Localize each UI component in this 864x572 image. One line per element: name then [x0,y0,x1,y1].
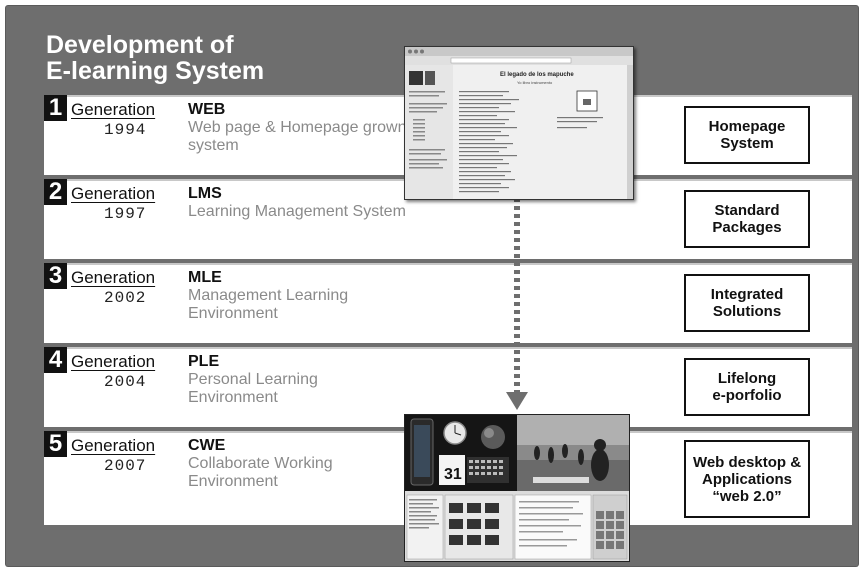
generation-abbr: LMS [188,185,222,202]
generation-row-4: 4 Generation 2004 PLE Personal Learning … [44,347,852,427]
generation-description: Personal Learning Environment [188,371,318,406]
generation-description: Collaborate Working Environment [188,455,333,490]
calendar-day: 31 [444,466,462,483]
generation-label: Generation [71,184,156,203]
generation-abbr: MLE [188,269,222,286]
title-line-2: E-learning System [46,57,265,85]
generation-abbr: WEB [188,101,226,118]
generation-label: Generation [71,100,156,119]
generation-year: 2007 [104,457,147,475]
generation-description: Learning Management System [188,203,406,220]
generation-number: 5 [44,431,67,457]
generation-label: Generation [71,268,156,287]
generation-box: Integrated Solutions [684,274,810,332]
web-page-screenshot-graphic: El legado de los mapuche Yo libro instru… [405,47,633,199]
screenshot-subheading: Yo libro instrumento [517,80,553,85]
generation-box: Standard Packages [684,190,810,248]
generation-label: Generation [71,352,156,371]
title-line-1: Development of [46,31,234,59]
generation-number: 2 [44,179,67,205]
dashed-arrow-line [514,198,520,394]
screenshot-heading: El legado de los mapuche [500,72,574,78]
generation-year: 1997 [104,205,147,223]
generation-year: 2004 [104,373,147,391]
generation-description: Management Learning Environment [188,287,349,322]
generation-box: Homepage System [684,106,810,164]
generation-number: 4 [44,347,67,373]
generation-number: 1 [44,95,67,121]
generation-abbr: PLE [188,353,220,370]
generation-year: 1994 [104,121,147,139]
generation-box: Web desktop & Applications “web 2.0” [684,440,810,518]
web-desktop-screenshot-graphic: 31 [405,415,629,561]
web-desktop-screenshot: 31 [404,414,630,562]
arrow-down-icon [506,392,528,410]
generation-description: Web page & Homepage grown system [188,119,407,154]
generation-abbr: CWE [188,437,226,454]
diagram-title: Development of E-learning System [46,32,264,84]
generation-box: Lifelong e-porfolio [684,358,810,416]
generation-row-3: 3 Generation 2002 MLE Management Learnin… [44,263,852,343]
web-page-screenshot: El legado de los mapuche Yo libro instru… [404,46,634,200]
generation-number: 3 [44,263,67,289]
generation-year: 2002 [104,289,147,307]
generation-label: Generation [71,436,156,455]
